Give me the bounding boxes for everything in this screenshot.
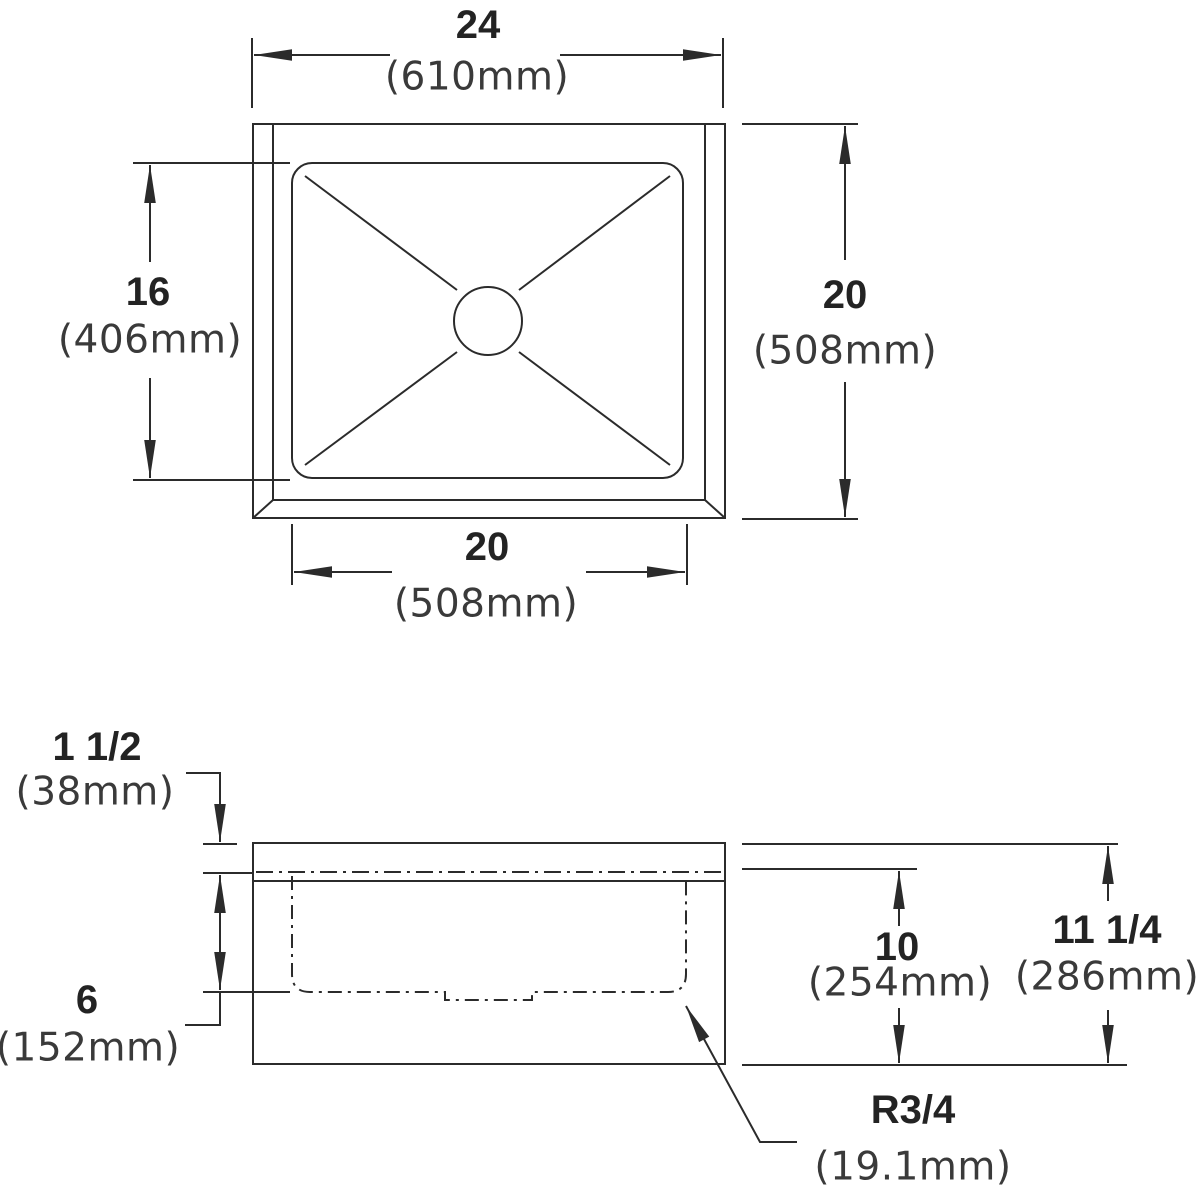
bowl-outline bbox=[291, 162, 684, 479]
dim-rim-thickness-inches: 1 1/2 bbox=[52, 725, 142, 769]
dim-overall-height-inches: 11 1/4 bbox=[1052, 908, 1162, 952]
corner-radius-leader bbox=[685, 1005, 797, 1143]
dim-bowl-width-inches: 20 bbox=[464, 525, 510, 569]
side-view-body bbox=[252, 842, 726, 1065]
top-view-outer-rim bbox=[252, 123, 726, 519]
dim-apron-depth-inches: 6 bbox=[75, 978, 99, 1022]
dim-interior-depth-inches: 10 bbox=[874, 925, 920, 969]
dim-rim-thickness-metric: (38mm) bbox=[15, 769, 175, 815]
top-view-dimensions bbox=[133, 38, 858, 585]
dim-corner-radius-metric: (19.1mm) bbox=[814, 1144, 1012, 1190]
bowl-diagonal-tl bbox=[304, 175, 458, 291]
side-view-hidden-bowl-profile bbox=[291, 876, 687, 1001]
sink-top-view bbox=[252, 123, 726, 519]
bowl-diagonal-br bbox=[518, 351, 671, 466]
dim-corner-radius-inches: R3/4 bbox=[870, 1088, 956, 1132]
apron-depth-bracket bbox=[185, 992, 221, 1026]
dim-top-width-inches: 24 bbox=[455, 3, 501, 47]
top-view-chamfer-right bbox=[704, 499, 726, 519]
bowl-diagonal-bl bbox=[304, 351, 458, 466]
drain-circle bbox=[453, 286, 523, 356]
sink-side-view bbox=[252, 842, 726, 1065]
dim-top-width-metric: (610mm) bbox=[384, 54, 570, 100]
side-view-dimensions bbox=[185, 772, 1127, 1143]
dim-overall-depth-metric: (508mm) bbox=[752, 328, 938, 374]
dim-interior-depth-metric: (254mm) bbox=[807, 960, 993, 1006]
bowl-diagonal-tr bbox=[518, 175, 671, 291]
dim-bowl-height-metric: (406mm) bbox=[57, 317, 243, 363]
top-view-chamfer-left bbox=[252, 499, 274, 519]
dim-overall-depth-inches: 20 bbox=[822, 273, 868, 317]
dim-bowl-width-metric: (508mm) bbox=[393, 581, 579, 627]
dim-apron-depth-metric: (152mm) bbox=[0, 1025, 181, 1071]
dim-overall-height-metric: (286mm) bbox=[1014, 954, 1200, 1000]
rim-thickness-leader bbox=[186, 772, 226, 842]
dim-bowl-height-inches: 16 bbox=[125, 270, 171, 314]
